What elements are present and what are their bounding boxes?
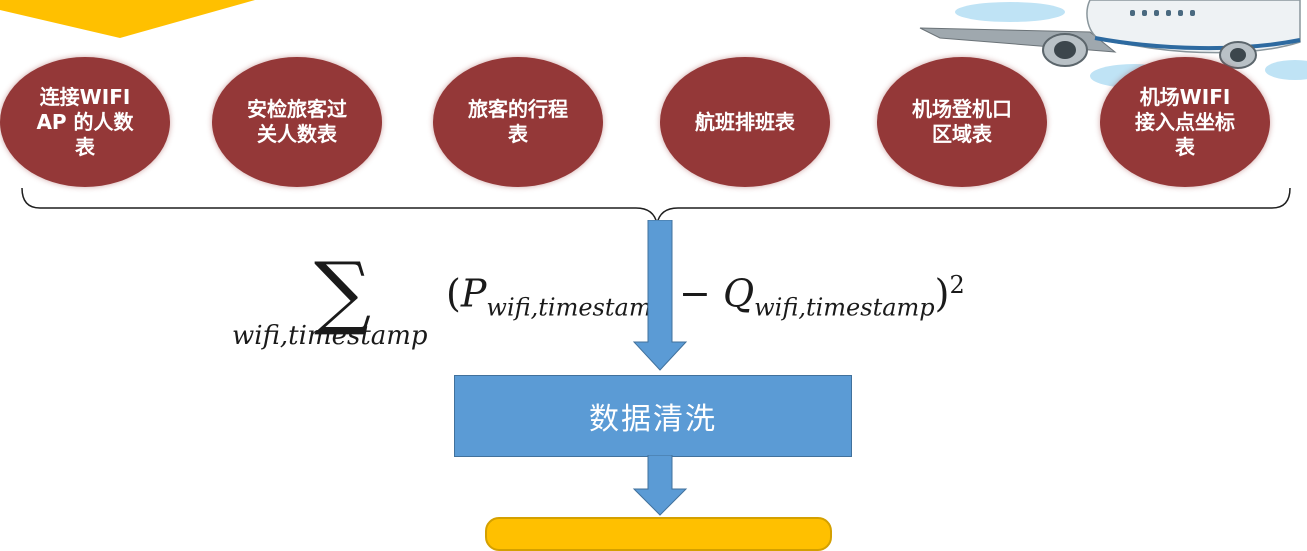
arrow-down-icon [632, 455, 688, 516]
data-cleaning-box: 数据清洗 [454, 375, 852, 457]
loss-formula: ∑ wifi,timestamp (Pwifi,timestamp − Qwif… [232, 245, 1032, 365]
process-label: 数据清洗 [589, 402, 717, 437]
source-circle-wifi-coordinates: 机场WIFI接入点坐标表 [1100, 57, 1270, 187]
source-circle-flight-schedule: 航班排班表 [660, 57, 830, 187]
circle-label: 航班排班表 [695, 109, 795, 134]
source-circle-security-check: 安检旅客过关人数表 [212, 57, 382, 187]
formula-expression: (Pwifi,timestamp − Qwifi,timestamp)2 [446, 271, 965, 322]
source-circle-gate-area: 机场登机口区域表 [877, 57, 1047, 187]
formula-exponent: 2 [949, 271, 965, 299]
sum-subscript: wifi,timestamp [232, 321, 428, 351]
formula-q: Q [722, 271, 755, 316]
source-circle-wifi-ap-count: 连接WIFI AP 的人数表 [0, 57, 170, 187]
next-step-box [485, 517, 832, 551]
formula-p-subscript: wifi,timestamp [486, 293, 667, 322]
circle-label: 旅客的行程表 [468, 97, 568, 146]
formula-q-subscript: wifi,timestamp [754, 293, 935, 322]
source-circle-passenger-itinerary: 旅客的行程表 [433, 57, 603, 187]
arrow-down-icon [632, 220, 688, 371]
circle-label: 机场WIFI接入点坐标表 [1135, 84, 1235, 159]
circle-label: 安检旅客过关人数表 [247, 97, 347, 146]
sum-symbol: ∑ [314, 245, 372, 338]
formula-p: P [460, 271, 487, 316]
formula-minus: − [679, 271, 711, 316]
airplane-icon [919, 0, 1307, 88]
circle-label: 机场登机口区域表 [912, 97, 1012, 146]
circle-label: 连接WIFI AP 的人数表 [36, 84, 134, 159]
yellow-banner [0, 0, 255, 38]
